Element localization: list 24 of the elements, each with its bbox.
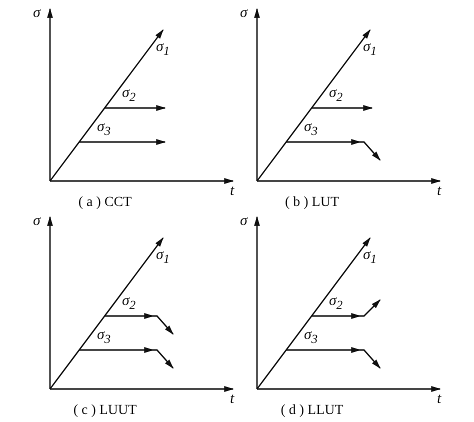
curve-label: σ$_{3}$ bbox=[304, 327, 318, 347]
curve-label: σ$_{1}$ bbox=[363, 39, 377, 59]
curve-label: σ$_{2}$ bbox=[329, 293, 343, 313]
y-axis-label: σ bbox=[33, 213, 40, 229]
panel-caption: ( c ) LUUT bbox=[73, 403, 137, 419]
curve-label: σ$_{1}$ bbox=[363, 247, 377, 267]
curve-label: σ$_{1}$ bbox=[156, 39, 170, 59]
y-axis-label: σ bbox=[240, 213, 248, 229]
panel-caption: ( b ) LUT bbox=[284, 195, 340, 211]
x-axis-label: t bbox=[437, 183, 442, 199]
curve-label: σ$_{2}$ bbox=[122, 85, 136, 105]
x-axis-label: t bbox=[230, 183, 234, 199]
curve-label: σ$_{3}$ bbox=[97, 327, 111, 347]
curve-label: σ$_{2}$ bbox=[329, 85, 343, 105]
panel-caption: ( a ) CCT bbox=[78, 195, 132, 211]
curve-label: σ$_{3}$ bbox=[304, 119, 318, 139]
y-axis-label: σ bbox=[33, 5, 40, 21]
panel-caption: ( d ) LLUT bbox=[280, 403, 344, 419]
y-axis-label: σ bbox=[240, 5, 248, 21]
curve-label: σ$_{2}$ bbox=[122, 293, 136, 313]
x-axis-label: t bbox=[437, 391, 442, 407]
x-axis-label: t bbox=[230, 391, 234, 407]
curve-label: σ$_{3}$ bbox=[97, 119, 111, 139]
curve-label: σ$_{1}$ bbox=[156, 247, 170, 267]
